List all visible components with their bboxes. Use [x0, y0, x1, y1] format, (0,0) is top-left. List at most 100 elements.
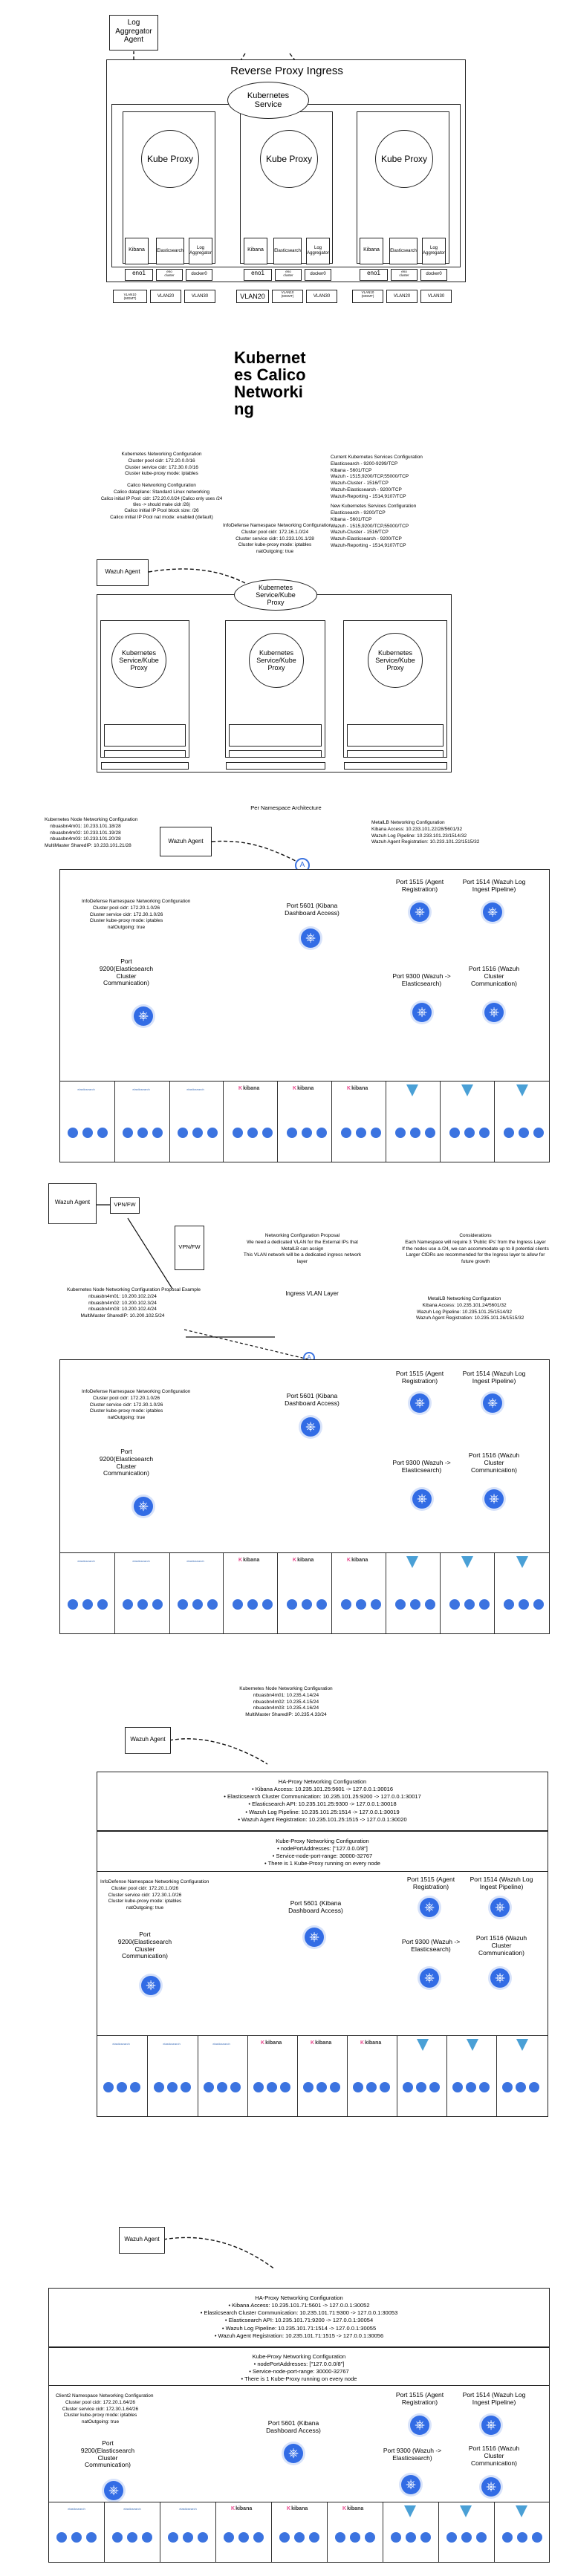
port-9200-label-5: Port 9200(Elasticsearch Cluster Communic…	[117, 1931, 172, 1960]
metallb-notes-3: MetalLB Networking Configuration Kibana …	[371, 820, 480, 845]
port-1515-label-6: Port 1515 (Agent Registration)	[395, 2391, 444, 2406]
wazuh-cluster-icon-4	[484, 1489, 504, 1509]
calico-nics-2	[229, 750, 322, 758]
nic-docker0-1: docker0	[186, 269, 212, 281]
vpn-fw-1: VPN/FW	[110, 1197, 140, 1214]
pod-es-2-3: elasticsearch	[132, 1087, 150, 1091]
pod-log-aggregator-1: Log Aggregator	[189, 238, 212, 264]
wazuh-logo	[516, 2505, 527, 2517]
log-ingest-icon-6	[481, 2416, 501, 2435]
calico-mid-notes: InfoDefense Namespace Networking Configu…	[223, 523, 332, 555]
calico-vlan-row-1	[101, 762, 189, 770]
pod-elasticsearch-2: Elasticsearch	[273, 238, 302, 264]
pods-row-4: elasticsearch elasticsearch elasticsearc…	[59, 1552, 550, 1634]
nic-eno1-1: eno1	[125, 269, 153, 281]
nic-eno-cluster-2: eno cluster	[275, 269, 302, 281]
port-9300-label-5: Port 9300 (Wazuh -> Elasticsearch)	[401, 1938, 461, 1953]
proposal-notes: Networking Configuration Proposal We nee…	[243, 1233, 362, 1265]
port-9200-label-3: Port 9200(Elasticsearch Cluster Communic…	[99, 957, 154, 987]
kubernetes-service: Kubernetes Service	[227, 82, 309, 119]
calico-pods-2	[229, 724, 322, 747]
kibana-service-icon-6	[284, 2444, 303, 2463]
port-1514-label-5: Port 1514 (Wazuh Log Ingest Pipeline)	[470, 1876, 533, 1890]
ns-notes-3: InfoDefense Namespace Networking Configu…	[82, 899, 191, 931]
elasticsearch-service-icon-4	[134, 1497, 153, 1516]
calico-pods-1	[104, 724, 186, 747]
port-1515-label-5: Port 1515 (Agent Registration)	[406, 1876, 455, 1890]
pod-kibana-1-4: kibana	[238, 1558, 259, 1563]
wazuh-cluster-icon-3	[484, 1003, 504, 1022]
kube-proxy-3: Kube Proxy	[375, 130, 433, 188]
port-1514-label-4: Port 1514 (Wazuh Log Ingest Pipeline)	[462, 1370, 526, 1385]
nic-eno-cluster-1: eno cluster	[156, 269, 183, 281]
pod-elasticsearch-1: Elasticsearch	[156, 238, 184, 264]
calico-pods-3	[347, 724, 444, 747]
pods-row-3: elasticsearch elasticsearch elasticsearc…	[59, 1081, 550, 1162]
kubeproxy-config-5: Kube-Proxy Networking Configuration • no…	[97, 1831, 548, 1872]
wazuh-cluster-icon-5	[490, 1968, 510, 1988]
wazuh-agent-4: Wazuh Agent	[48, 1183, 97, 1224]
nic-docker0-3: docker0	[420, 269, 447, 281]
pod-es-1-6: elasticsearch	[68, 2507, 85, 2511]
port-1516-label-3: Port 1516 (Wazuh Cluster Communication)	[468, 965, 520, 987]
port-1516-label-6: Port 1516 (Wazuh Cluster Communication)	[468, 2445, 520, 2467]
pod-kibana-2-4: kibana	[293, 1558, 314, 1563]
pod-es-3-5: elasticsearch	[212, 2042, 230, 2046]
pod-kibana-3-3: kibana	[347, 1086, 368, 1091]
node-notes-5: Kubernetes Node Networking Configuration…	[239, 1686, 333, 1718]
calico-nics-3	[347, 750, 444, 758]
per-namespace-title: Per Namespace Architecture	[250, 804, 322, 811]
ns-notes-6: Client2 Namespace Networking Configurati…	[56, 2393, 154, 2425]
haproxy-config-5: HA-Proxy Networking Configuration • Kiba…	[97, 1772, 548, 1831]
wazuh-es-icon-5	[420, 1968, 439, 1988]
ns-notes-5: InfoDefense Namespace Networking Configu…	[100, 1879, 209, 1911]
elasticsearch-service-icon-5	[141, 1976, 160, 1995]
agent-registration-icon-4	[410, 1393, 429, 1413]
wazuh-es-icon-6	[401, 2475, 420, 2494]
port-5601-label-3: Port 5601 (Kibana Dashboard Access)	[285, 902, 340, 917]
pod-kibana-3-6: kibana	[342, 2506, 363, 2511]
log-ingest-icon-3	[483, 902, 502, 922]
port-1516-label-5: Port 1516 (Wazuh Cluster Communication)	[475, 1934, 527, 1957]
pods-row-5: elasticsearch elasticsearch elasticsearc…	[97, 2035, 548, 2117]
port-5601-label-4: Port 5601 (Kibana Dashboard Access)	[285, 1392, 340, 1407]
agent-registration-icon-3	[410, 902, 429, 922]
pod-log-aggregator-3: Log Aggregator	[422, 238, 446, 264]
pod-log-aggregator-2: Log Aggregator	[306, 238, 330, 264]
pods-row-6: elasticsearch elasticsearch elasticsearc…	[48, 2502, 550, 2563]
pod-es-3-4: elasticsearch	[186, 1559, 204, 1563]
port-9200-label-6: Port 9200(Elasticsearch Cluster Communic…	[80, 2439, 135, 2469]
pod-kibana-2: Kibana	[244, 238, 267, 264]
log-ingest-icon-5	[490, 1898, 510, 1917]
vlan30-2: VLAN30	[306, 290, 337, 303]
pod-kibana-3-4: kibana	[347, 1558, 368, 1563]
calico-service: Kubernetes Service/Kube Proxy	[234, 579, 317, 611]
pod-kibana-2-3: kibana	[293, 1086, 314, 1091]
port-9300-label-3: Port 9300 (Wazuh -> Elasticsearch)	[392, 972, 451, 987]
wazuh-agent-2: Wazuh Agent	[97, 559, 149, 586]
calico-vlan-row-3	[344, 762, 447, 770]
wazuh-logo	[516, 2039, 528, 2051]
vlan30-3: VLAN30	[420, 290, 452, 303]
log-ingest-icon-4	[483, 1393, 502, 1413]
ns-notes-4: InfoDefense Namespace Networking Configu…	[82, 1389, 191, 1421]
calico-right-notes: Current Kubernetes Services Configuratio…	[331, 455, 423, 548]
wazuh-logo	[516, 1556, 528, 1568]
port-5601-label-5: Port 5601 (Kibana Dashboard Access)	[288, 1899, 343, 1914]
metallb-notes-4: MetalLB Networking Configuration Kibana …	[416, 1296, 524, 1321]
wazuh-cluster-icon-6	[481, 2477, 501, 2497]
pod-kibana-3: Kibana	[360, 238, 383, 264]
port-9200-label-4: Port 9200(Elasticsearch Cluster Communic…	[99, 1448, 154, 1477]
pod-kibana-1-6: kibana	[231, 2506, 252, 2511]
nic-docker0-2: docker0	[305, 269, 331, 281]
kube-proxy-2: Kube Proxy	[260, 130, 318, 188]
wazuh-logo-3	[516, 1084, 528, 1096]
calico-title: Kubernet es Calico Networki ng	[234, 348, 306, 419]
ingress-vlan-label: Ingress VLAN Layer	[285, 1290, 339, 1297]
haproxy-config-6: HA-Proxy Networking Configuration • Kiba…	[48, 2288, 550, 2347]
node-notes-3: Kubernetes Node Networking Configuration…	[45, 817, 138, 849]
vlan20-2: VLAN20	[236, 290, 269, 303]
considerations-notes: Considerations Each Namespace will requi…	[402, 1233, 549, 1265]
calico-proxy-2: Kubernetes Service/Kube Proxy	[249, 633, 304, 688]
port-1515-label-3: Port 1515 (Agent Registration)	[395, 878, 444, 893]
